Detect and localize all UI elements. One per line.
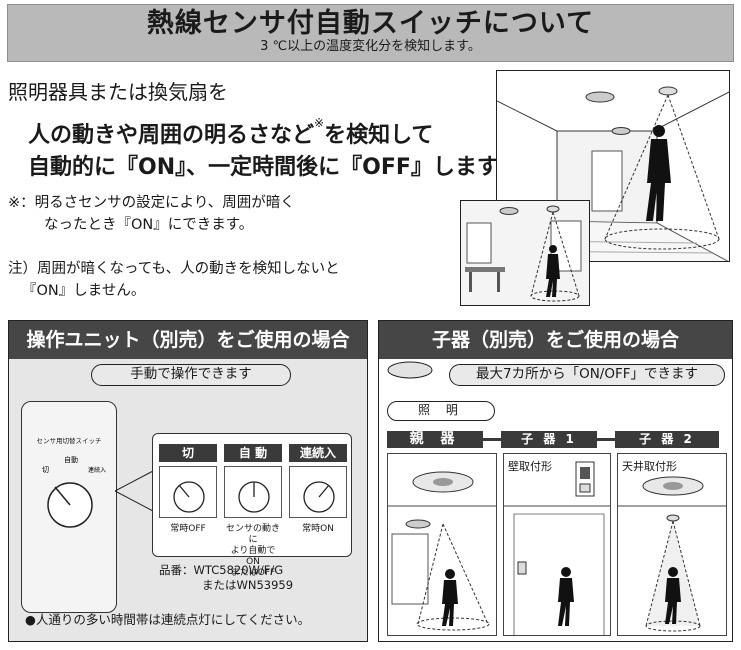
slave-unit-title: 子器（別売）をご使用の場合 (379, 321, 732, 359)
operation-unit-panel: 操作ユニット（別売）をご使用の場合 手動で操作できます センサ用切替スイッチ 切… (8, 320, 368, 642)
mode-auto-caption: センサの動きに より自動でON またはOFF (225, 524, 280, 578)
mode-auto: 自 動 センサの動きに より自動でON またはOFF (224, 444, 282, 579)
note-brightness-line2: なったとき『ON』にできます。 (44, 217, 254, 233)
model-number: 品番：WTC5820W/F/G またはWN53959 (159, 563, 293, 593)
page-subtitle: 3 ℃以上の温度変化分を検知します。 (260, 39, 481, 54)
manual-pill: 手動で操作できます (91, 364, 291, 386)
multi-location-pill: 最大7カ所から「ON/OFF」できます (449, 364, 725, 386)
mode-off-caption: 常時OFF (170, 524, 206, 534)
wall-mount-label: 壁取付形 (508, 460, 552, 473)
mode-dial-panel: 切 常時OFF 自 動 センサの動きに より自動でON またはOFF 連続入 常… (152, 433, 352, 578)
mode-continuous-caption: 常時ON (302, 524, 334, 534)
note-caution-line2: 『ON』しません。 (22, 283, 146, 299)
operation-unit-title: 操作ユニット（別売）をご使用の場合 (9, 321, 367, 359)
switch-unit: センサ用切替スイッチ 切 自動 連続入 (21, 401, 117, 613)
title-banner: 熱線センサ付自動スイッチについて 3 ℃以上の温度変化分を検知します。 (7, 4, 734, 62)
slave-unit-1-label: 子 器 1 (501, 431, 597, 448)
footnote-mark: ※ (314, 116, 325, 130)
note-brightness: ※：明るさセンサの設定により、周囲が暗く なったとき『ON』にできます。 (8, 192, 295, 236)
slave-unit-2-illustration: 天井取付形 (617, 453, 727, 636)
page-title: 熱線センサ付自動スイッチについて (146, 8, 595, 39)
svg-text:切: 切 (42, 466, 49, 474)
lighting-label: 照 明 (387, 401, 495, 421)
model-number-line2: またはWN53959 (202, 578, 294, 592)
master-unit-label: 親 器 (387, 431, 483, 448)
mode-off-dial (159, 466, 217, 518)
mode-continuous-dial (289, 466, 347, 518)
mode-auto-dial (224, 466, 282, 518)
model-number-line1: 品番：WTC5820W/F/G (159, 563, 284, 577)
mode-off-head: 切 (159, 444, 217, 462)
mode-off: 切 常時OFF (159, 444, 217, 535)
headline-1-tail: を検知して (324, 123, 434, 148)
headline-1: 人の動きや周囲の明るさなど※を検知して (28, 116, 434, 149)
headline-1-main: 人の動きや周囲の明るさなど (28, 123, 315, 148)
note-caution-line1: 注）周囲が暗くなっても、人の動きを検知しないと (8, 261, 340, 277)
mode-continuous: 連続入 常時ON (289, 444, 347, 535)
continuous-light-note: ●人通りの多い時間帯は連続点灯にしてください。 (25, 612, 311, 627)
ceiling-light-icon (387, 361, 433, 379)
room-illustration (460, 200, 590, 306)
mode-continuous-head: 連続入 (289, 444, 347, 462)
note-brightness-line1: ※：明るさセンサの設定により、周囲が暗く (8, 195, 295, 211)
slave-unit-panel: 子器（別売）をご使用の場合 最大7カ所から「ON/OFF」できます 照 明 親 … (378, 320, 733, 642)
mode-auto-head: 自 動 (224, 444, 282, 462)
slave-unit-1-illustration: 壁取付形 (503, 453, 611, 636)
svg-text:連続入: 連続入 (88, 466, 106, 474)
ceiling-mount-label: 天井取付形 (622, 460, 677, 473)
svg-text:自動: 自動 (64, 455, 78, 464)
headline-2: 自動的に『ON』、一定時間後に『OFF』します。 (28, 155, 519, 180)
slave-unit-2-label: 子 器 2 (615, 431, 719, 448)
switch-label: センサ用切替スイッチ (36, 437, 102, 445)
lead-text: 照明器具または換気扇を (8, 80, 228, 104)
note-caution: 注）周囲が暗くなっても、人の動きを検知しないと 『ON』しません。 (8, 258, 340, 302)
master-unit-illustration (387, 453, 497, 636)
